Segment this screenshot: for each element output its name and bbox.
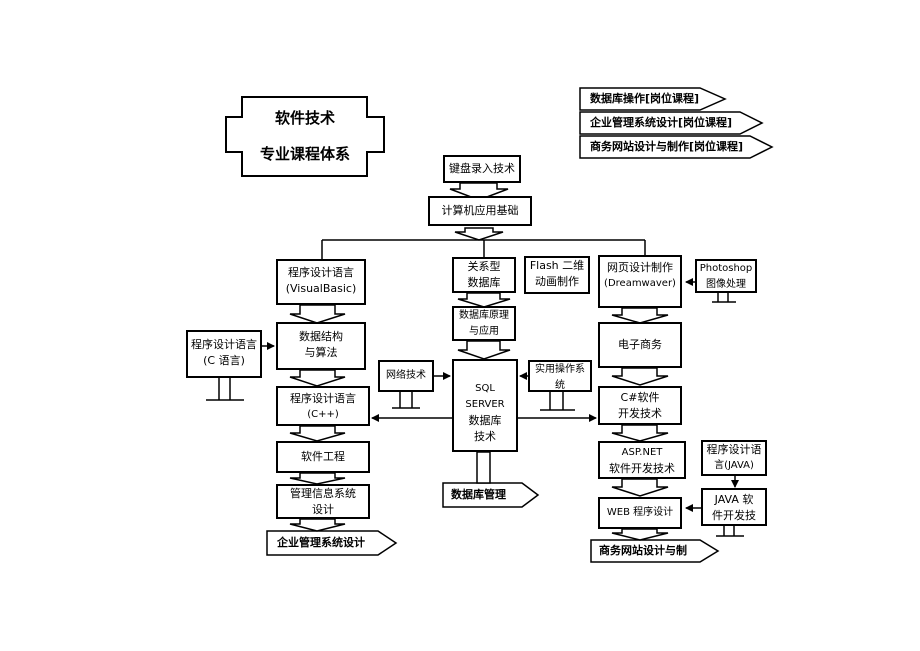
title-line-2: 专业课程体系: [259, 145, 350, 163]
box-stands: [206, 292, 744, 537]
node-java-language: 程序设计语 言(JAVA): [701, 440, 767, 476]
node-keyboard-input: 键盘录入技术: [443, 155, 521, 183]
label: 实用操作系: [535, 364, 585, 375]
node-db-principles: 数据库原理 与应用: [452, 306, 516, 341]
label: C#软件: [620, 391, 660, 404]
label: Flash 二维: [529, 259, 585, 272]
node-operating-system: 实用操作系 统: [528, 360, 592, 392]
label: 关系型: [467, 260, 501, 273]
label: (VisualBasic): [285, 282, 357, 295]
label: 与应用: [469, 326, 499, 337]
node-mis-design: 管理信息系统 设计: [276, 484, 370, 519]
legend-web-site: 商务网站设计与制作[岗位课程]: [590, 140, 744, 153]
label: 数据库: [467, 276, 501, 289]
node-relational-db: 关系型 数据库: [452, 257, 516, 293]
node-c-language: 程序设计语言 (C 语言): [186, 330, 262, 378]
label: 数据库原理: [459, 310, 509, 321]
label: (Dreamwaver): [604, 278, 676, 289]
label: 动画制作: [535, 275, 579, 288]
node-ecommerce: 电子商务: [598, 322, 682, 368]
outcome-tag-shapes: [266, 482, 720, 563]
node-data-structures: 数据结构 与算法: [276, 322, 366, 370]
label: ASP.NET: [621, 447, 663, 458]
legend-enterprise-system: 企业管理系统设计[岗位课程]: [590, 116, 733, 129]
title-banner-frame: [225, 96, 385, 177]
label: 网页设计制作: [607, 261, 673, 274]
node-sql-server: SQL SERVER 数据库 技术: [452, 359, 518, 452]
label: 设计: [312, 503, 334, 516]
label: WEB 程序设计: [606, 507, 674, 518]
label: (C++): [307, 409, 339, 420]
label: 电子商务: [618, 338, 662, 351]
node-flash: Flash 二维 动画制作: [524, 256, 590, 294]
label: 程序设计语言: [288, 266, 354, 279]
label: 与算法: [304, 346, 338, 359]
block-arrows: [289, 182, 669, 541]
label: 软件开发技术: [609, 462, 675, 475]
legend-tag-shapes: [579, 87, 774, 159]
connector-lines: [262, 239, 739, 512]
node-cpp: 程序设计语言 (C++): [276, 386, 370, 426]
label: JAVA 软: [714, 493, 754, 506]
label: 管理信息系统: [290, 487, 356, 500]
label: 数据库: [468, 414, 502, 427]
label: Photoshop: [699, 263, 753, 274]
node-csharp: C#软件 开发技术: [598, 386, 682, 425]
label: 言(JAVA): [714, 460, 754, 471]
outcome-web-site: 商务网站设计与制: [599, 544, 687, 557]
label: 开发技术: [618, 407, 662, 420]
label: 件开发技: [712, 509, 756, 522]
title-line-1: 软件技术: [274, 109, 335, 127]
label: 统: [555, 380, 565, 391]
label: 数据结构: [299, 330, 343, 343]
label: 网络技术: [386, 370, 426, 381]
label: 键盘录入技术: [449, 162, 515, 175]
node-network: 网络技术: [378, 360, 434, 392]
node-aspnet: ASP.NET 软件开发技术: [598, 441, 686, 479]
node-photoshop: Photoshop 图像处理: [695, 259, 757, 293]
label: 技术: [474, 430, 496, 443]
node-software-engineering: 软件工程: [276, 441, 370, 473]
outcome-db-management: 数据库管理: [451, 488, 506, 501]
node-vb: 程序设计语言 (VisualBasic): [276, 259, 366, 305]
label: 程序设计语言: [191, 338, 257, 351]
label: SQL SERVER: [465, 383, 505, 410]
legend-db-operation: 数据库操作[岗位课程]: [590, 92, 700, 105]
node-java-development: JAVA 软 件开发技: [701, 488, 767, 526]
label: 图像处理: [706, 279, 746, 290]
node-web-programming: WEB 程序设计: [598, 497, 682, 529]
outcome-enterprise-mgmt: 企业管理系统设计: [277, 536, 365, 549]
label: 程序设计语言: [290, 392, 356, 405]
label: 程序设计语: [706, 443, 762, 456]
node-web-design: 网页设计制作 (Dreamwaver): [598, 255, 682, 308]
label: 计算机应用基础: [441, 204, 519, 217]
node-computer-basics: 计算机应用基础: [428, 196, 532, 226]
label: (C 语言): [203, 354, 245, 367]
label: 软件工程: [301, 450, 345, 463]
